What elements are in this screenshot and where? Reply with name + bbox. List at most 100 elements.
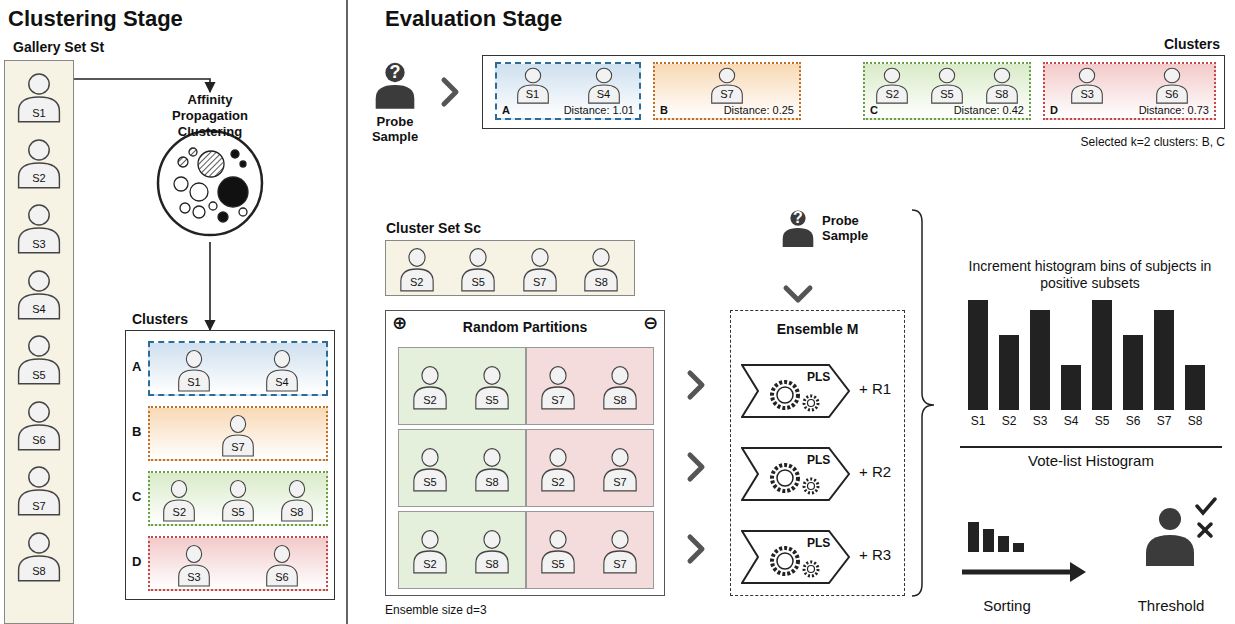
bar-label: S2 xyxy=(994,414,1024,428)
subject-icon: S1 xyxy=(176,348,212,392)
cluster-box: S2S5S8C xyxy=(148,471,328,526)
drawing-part xyxy=(690,373,702,397)
positive-subset: S2S5 xyxy=(398,347,526,425)
stage-divider xyxy=(346,0,348,624)
subject-icon: S6 xyxy=(264,543,300,587)
node-label: S1 xyxy=(15,107,63,120)
drawing-part xyxy=(1197,499,1215,513)
node-label: S4 xyxy=(264,376,300,389)
histogram-rule xyxy=(960,446,1222,448)
cluster-panel: S1S4ADistance: 1.01S7BDistance: 0.25S2S5… xyxy=(482,55,1225,129)
subject-icon: S3 xyxy=(15,202,63,254)
node-label: C xyxy=(132,489,141,505)
node-label: S5 xyxy=(220,506,256,519)
brace xyxy=(912,210,934,596)
subject-icon: S4 xyxy=(586,66,622,104)
subject-icon: S2 xyxy=(539,446,577,492)
flow-arrow xyxy=(209,242,211,330)
node-label: ? xyxy=(780,208,816,227)
subject-icon: S7 xyxy=(601,528,639,574)
node-label: ⊖ xyxy=(643,312,658,334)
node-label: S8 xyxy=(473,558,511,571)
node-label: Probe Sample xyxy=(822,213,886,243)
node-label: + R1 xyxy=(859,380,891,398)
cluster-box: S7B xyxy=(148,406,328,461)
subject-icon: S7 xyxy=(709,66,745,104)
node-label: Probe Sample xyxy=(365,114,425,144)
node-label: S8 xyxy=(279,506,315,519)
subject-icon: S2 xyxy=(161,478,197,522)
negative-subset: S2 S7 xyxy=(526,429,654,507)
drawing-part xyxy=(786,288,810,300)
node-label: A xyxy=(502,104,510,117)
cluster-box: S2S5S8CDistance: 0.42 xyxy=(863,62,1031,120)
node-label: S2 xyxy=(539,476,577,489)
node-label: ⊕ xyxy=(392,312,407,334)
node-label: Clusters xyxy=(132,311,188,328)
subject-icon: S5 xyxy=(15,333,63,385)
node-label: D xyxy=(1050,104,1058,117)
node-label: S5 xyxy=(411,476,449,489)
selection-note: Selected k=2 clusters: B, C xyxy=(1000,135,1225,149)
ensemble-panel: PLS+ R1PLS+ R2PLS+ R3Ensemble M xyxy=(730,310,905,596)
node-label: PLS xyxy=(807,370,830,384)
bar-label: S3 xyxy=(1025,414,1055,428)
pls-shape xyxy=(741,361,851,421)
drawing-part xyxy=(1092,300,1112,410)
node-label: S5 xyxy=(459,276,497,289)
node-label: ? xyxy=(365,62,425,84)
subject-icon: S3 xyxy=(176,543,212,587)
drawing-part xyxy=(1030,310,1050,410)
node-label: PLS xyxy=(807,536,830,550)
subject-icon: S6 xyxy=(15,399,63,451)
drawing-part xyxy=(1159,508,1181,530)
node-label: S7 xyxy=(220,441,256,454)
pls-shape xyxy=(741,444,851,504)
node-label: B xyxy=(660,104,668,117)
threshold-icon xyxy=(1146,499,1215,566)
cluster-box: S1S4A xyxy=(148,341,328,396)
histogram-title: Vote-list Histogram xyxy=(960,452,1222,470)
subject-icon: S5 xyxy=(459,246,497,292)
subject-icon: S7 xyxy=(521,246,559,292)
cluster-illustration xyxy=(155,128,265,238)
node-label: S8 xyxy=(582,276,620,289)
node-label: S7 xyxy=(601,476,639,489)
subject-icon: S7 xyxy=(539,364,577,410)
subject-icon: S5 xyxy=(411,446,449,492)
gallery-set-panel: S1S2S3S4S5S6S7S8Gallery Set St xyxy=(4,60,74,624)
drawing-part xyxy=(1199,524,1211,536)
subject-icon: S8 xyxy=(601,364,639,410)
drawing-part xyxy=(1061,365,1081,410)
node-label: S7 xyxy=(15,500,63,513)
subject-icon: S8 xyxy=(473,528,511,574)
node-label: Distance: 0.25 xyxy=(724,104,794,117)
bar-label: S1 xyxy=(963,414,993,428)
node-label: S6 xyxy=(264,571,300,584)
node-label: S3 xyxy=(15,238,63,251)
node-label: S6 xyxy=(1154,88,1190,101)
pls-model: PLS+ R2 xyxy=(741,444,901,504)
flow-arrow xyxy=(63,79,210,92)
drawing-part xyxy=(1070,562,1086,582)
subject-icon: S7 xyxy=(220,413,256,457)
pls-model: PLS+ R3 xyxy=(741,527,901,587)
positive-subset: S2 S8 xyxy=(398,511,526,589)
drawing-part xyxy=(999,335,1019,410)
subject-icon: S8 xyxy=(15,530,63,582)
node-label: S2 xyxy=(411,558,449,571)
drawing-part xyxy=(962,570,1072,575)
subject-icon: S6 xyxy=(1154,66,1190,104)
node-label: PLS xyxy=(807,453,830,467)
node-label: S2 xyxy=(874,88,910,101)
node-label: S5 xyxy=(539,558,577,571)
subject-icon: S7 xyxy=(15,464,63,516)
stage-heading: Clustering Stage xyxy=(8,6,183,32)
node-label: Random Partitions xyxy=(386,319,664,336)
drawing-part xyxy=(998,536,1009,552)
bar-label: S4 xyxy=(1056,414,1086,428)
drawing-part xyxy=(1185,365,1205,410)
node-label: S7 xyxy=(709,88,745,101)
positive-subset: S5S8 xyxy=(398,429,526,507)
node-label: S5 xyxy=(473,394,511,407)
